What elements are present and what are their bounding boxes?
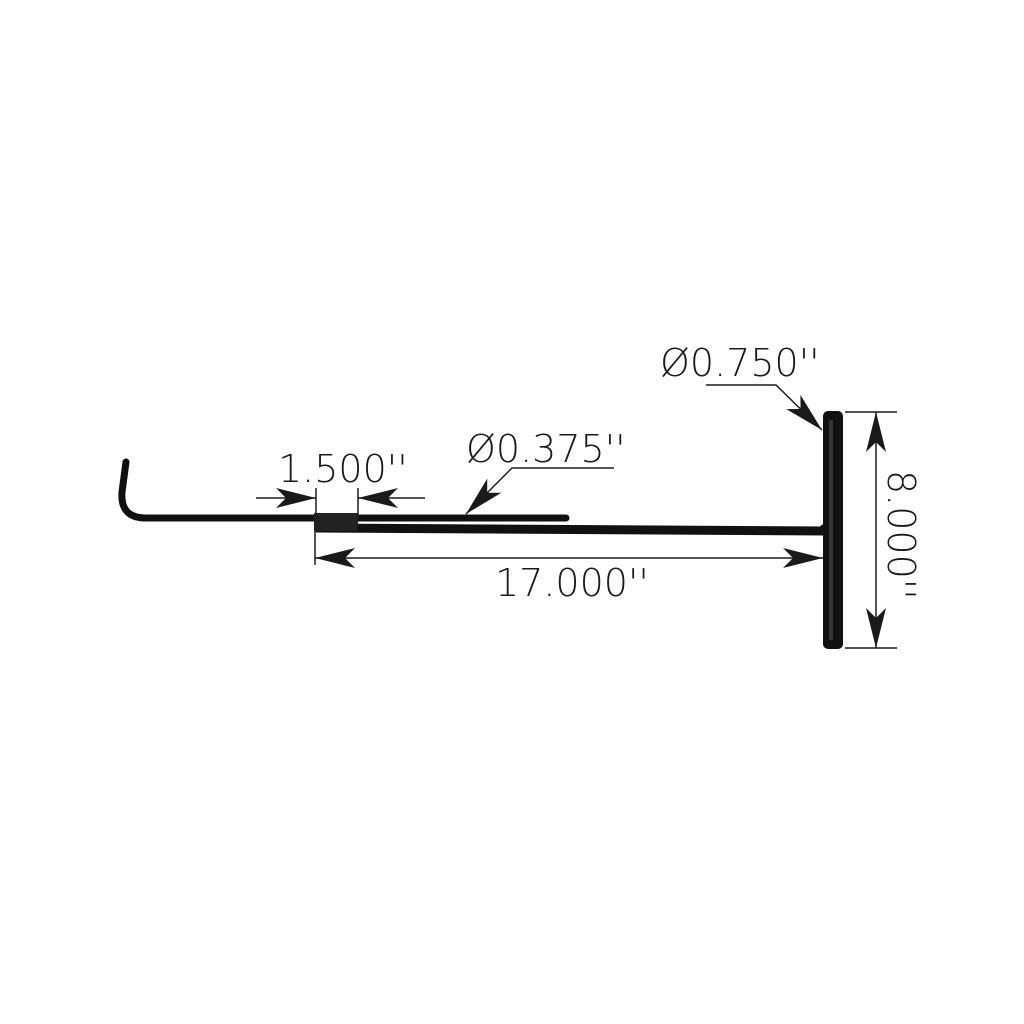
sleeve [314, 513, 358, 531]
dimension-overall-length: 17.000'' [314, 530, 823, 605]
sleeve-length-label: 1.500'' [278, 447, 408, 491]
overall-length-label: 17.000'' [495, 561, 649, 605]
handle-length-label: 8.000'' [879, 470, 923, 600]
rod-diameter-label: Ø0.375'' [466, 427, 626, 471]
dimension-handle-length: 8.000'' [845, 411, 923, 649]
handle-diameter-label: Ø0.750'' [660, 341, 820, 385]
t-handle [823, 411, 843, 649]
hook-rod [118, 458, 570, 522]
dimension-handle-diameter: Ø0.750'' [660, 341, 823, 431]
dimension-sleeve-length: 1.500'' [256, 447, 425, 520]
dimension-rod-diameter: Ø0.375'' [465, 427, 626, 515]
